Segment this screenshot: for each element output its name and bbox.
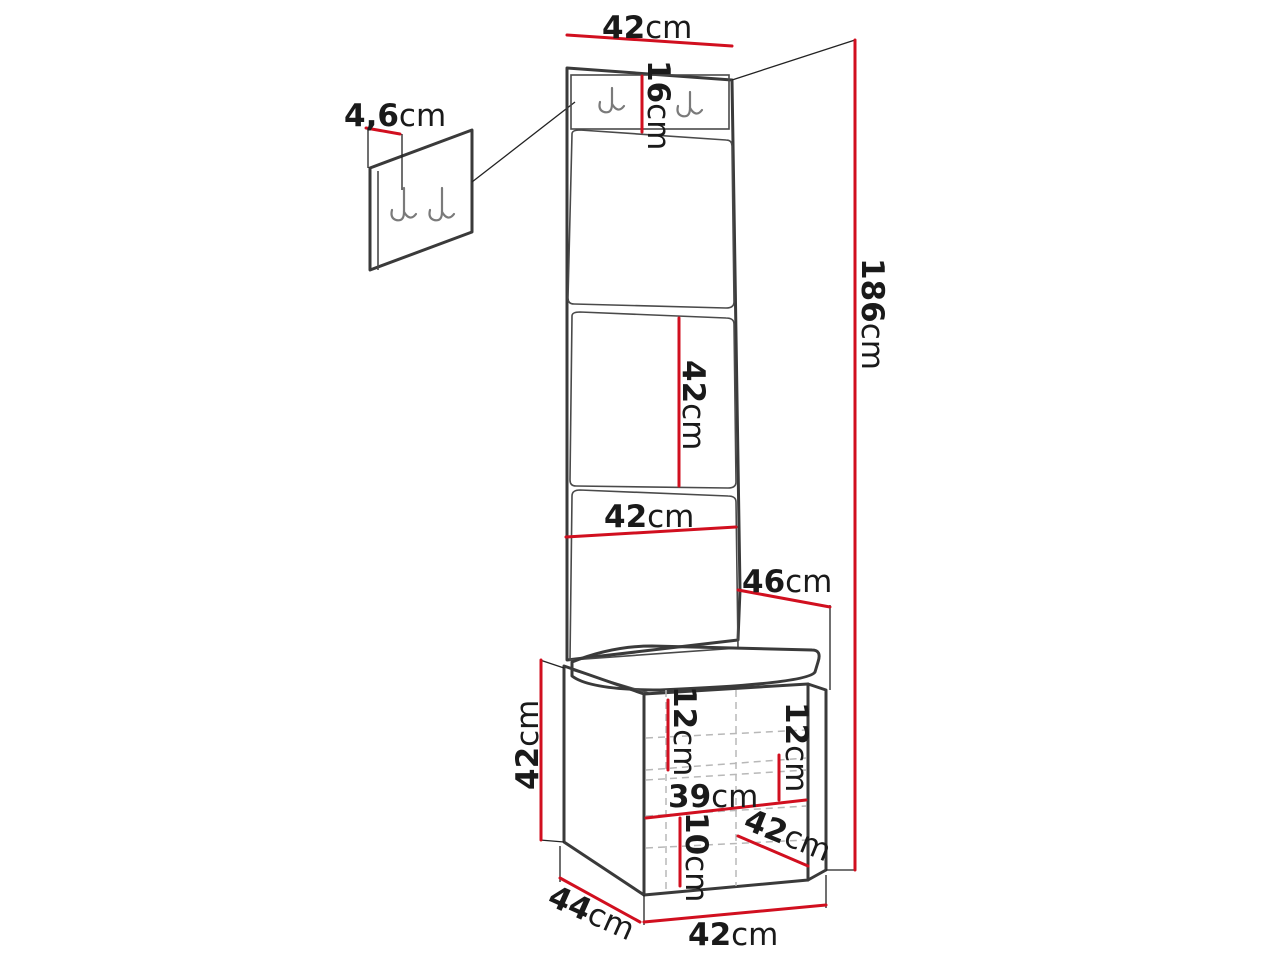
bench-width-line (642, 903, 828, 924)
hook-panel-height-label: 16cm (640, 60, 676, 150)
panel-height-label: 42cm (675, 360, 711, 450)
hook-icon (598, 86, 626, 114)
hook-icon (676, 90, 704, 118)
side-thickness-label: 4,6cm (344, 98, 446, 134)
bench-height-label: 42cm (510, 700, 546, 790)
hook-icon (390, 186, 418, 222)
top-width-label: 42cm (602, 10, 692, 46)
bench-width-label: 42cm (688, 917, 778, 953)
dimension-lines (539, 33, 857, 924)
seat-depth-line (736, 588, 832, 609)
panel-width-line (564, 525, 738, 539)
shelf-height-left-label: 12cm (666, 686, 702, 776)
inner-depth-label: 42cm (739, 802, 836, 869)
bottom-shelf-height-label: 10cm (678, 812, 714, 902)
shelf-height-right-label: 12cm (778, 702, 814, 792)
total-height-label: 186cm (854, 258, 890, 370)
bench-depth-label: 44cm (543, 878, 640, 948)
extension-lines (539, 39, 856, 925)
back-panel-frame (565, 66, 742, 662)
panel-width-label: 42cm (604, 499, 694, 535)
bench-depth-line (558, 876, 642, 924)
shelf-width-label: 39cm (668, 779, 758, 815)
seat-depth-label: 46cm (742, 564, 832, 600)
side-thickness-line (364, 126, 402, 136)
top-width-line (565, 33, 734, 48)
hook-icon (428, 186, 456, 222)
dimension-labels: 42cm 16cm 4,6cm 186cm 42cm 42cm 46cm 42c… (344, 10, 890, 953)
shelf-width-line (644, 798, 808, 820)
hook-panel-detail (364, 101, 576, 272)
inner-depth-line (736, 834, 810, 868)
